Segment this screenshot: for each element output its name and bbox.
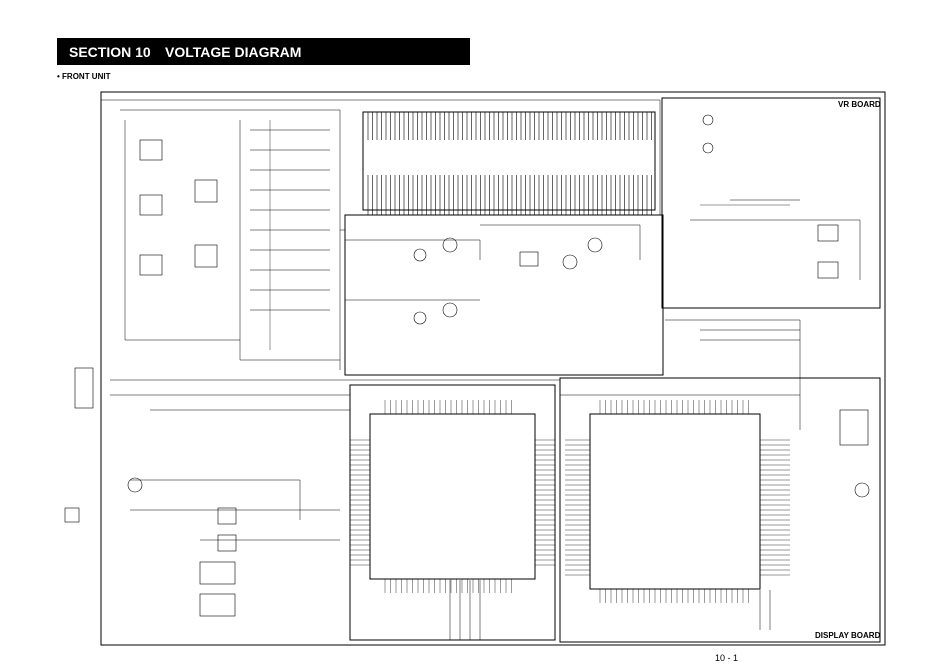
transistor: [442, 237, 458, 253]
connector-block: [64, 507, 80, 523]
page-number: 10 - 1: [715, 653, 739, 663]
potentiometer: [702, 114, 714, 126]
main-cpu-ic: [369, 413, 536, 580]
control-section-frame: [344, 214, 664, 376]
front-unit-frame: [100, 91, 886, 646]
unit-label: • FRONT UNIT: [57, 72, 111, 81]
transistor: [442, 302, 458, 318]
ic-block: [817, 224, 839, 242]
transistor: [587, 237, 603, 253]
section-title: VOLTAGE DIAGRAM: [165, 43, 302, 60]
transistor: [562, 254, 578, 270]
vr-board-label: VR BOARD: [838, 100, 881, 109]
ic-block: [217, 534, 237, 552]
display-board-label: DISPLAY BOARD: [815, 631, 881, 640]
ic-block: [519, 251, 539, 267]
ic-block: [199, 593, 236, 617]
ic-block: [817, 261, 839, 279]
transistor: [127, 477, 143, 493]
transistor: [413, 248, 427, 262]
ic-block: [199, 561, 236, 585]
ic-block: [139, 139, 163, 161]
ic-block: [194, 244, 218, 268]
lcd-connector: [362, 111, 656, 211]
section-number: SECTION 10: [69, 43, 151, 60]
transistor: [413, 311, 427, 325]
ic-block: [839, 409, 869, 446]
transistor: [854, 482, 870, 498]
main-cpu-frame: [349, 384, 556, 641]
potentiometer: [702, 142, 714, 154]
ic-block: [139, 194, 163, 216]
connector-block: [74, 367, 94, 409]
ic-block: [217, 507, 237, 525]
display-driver-ic: [589, 413, 761, 590]
display-board-frame: [559, 377, 881, 643]
section-header: SECTION 10 VOLTAGE DIAGRAM: [57, 38, 470, 65]
ic-block: [139, 254, 163, 276]
ic-block: [194, 179, 218, 203]
vr-board-frame: [661, 97, 881, 309]
